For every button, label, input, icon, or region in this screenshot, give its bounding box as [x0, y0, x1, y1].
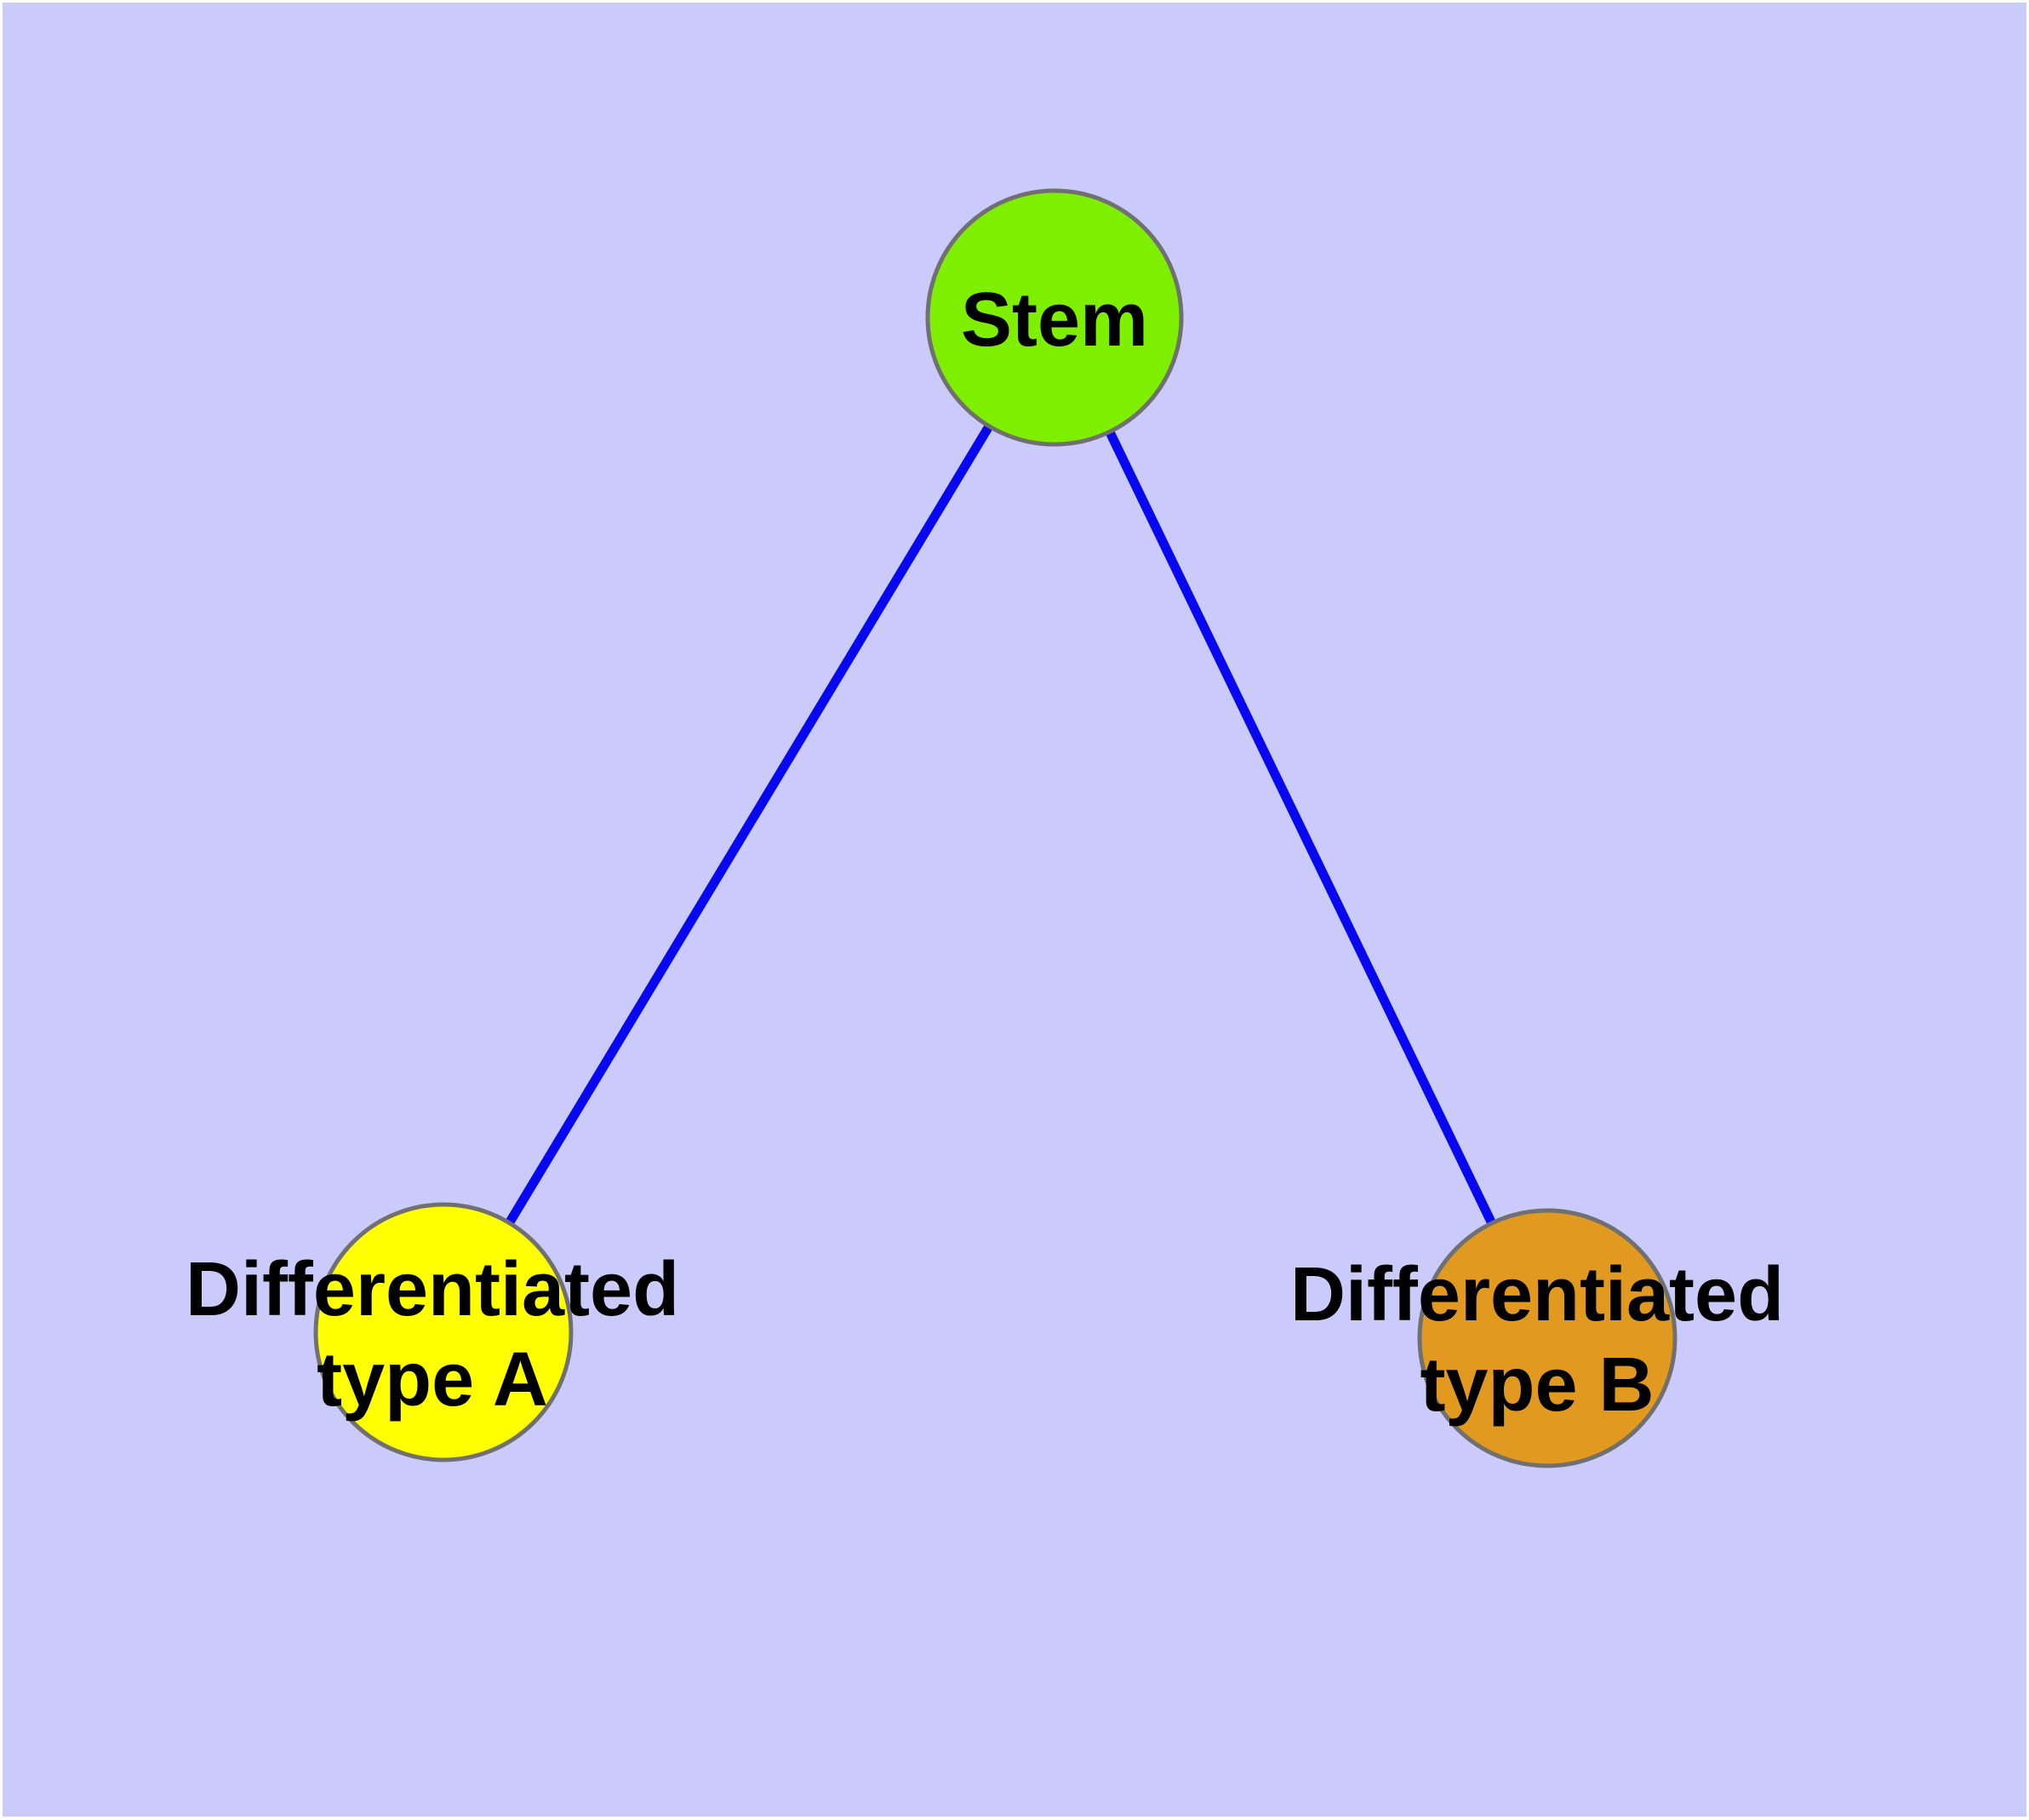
node-label-differentiated-type-a: Differentiated type A	[186, 1245, 679, 1425]
node-differentiated-type-b	[1417, 1208, 1677, 1468]
edge-stem-to-type-b	[1050, 315, 1552, 1341]
label-line: Differentiated	[185, 1246, 680, 1332]
node-differentiated-type-a	[313, 1202, 574, 1462]
node-label-stem: Stem	[961, 275, 1148, 365]
node-stem	[925, 188, 1184, 447]
label-line: type B	[1420, 1342, 1655, 1428]
node-label-differentiated-type-b: Differentiated type B	[1290, 1250, 1784, 1430]
label-line: Stem	[960, 277, 1149, 363]
label-line: type A	[317, 1337, 548, 1422]
label-line: Differentiated	[1289, 1251, 1785, 1337]
edge-stem-to-type-a	[439, 315, 1059, 1335]
